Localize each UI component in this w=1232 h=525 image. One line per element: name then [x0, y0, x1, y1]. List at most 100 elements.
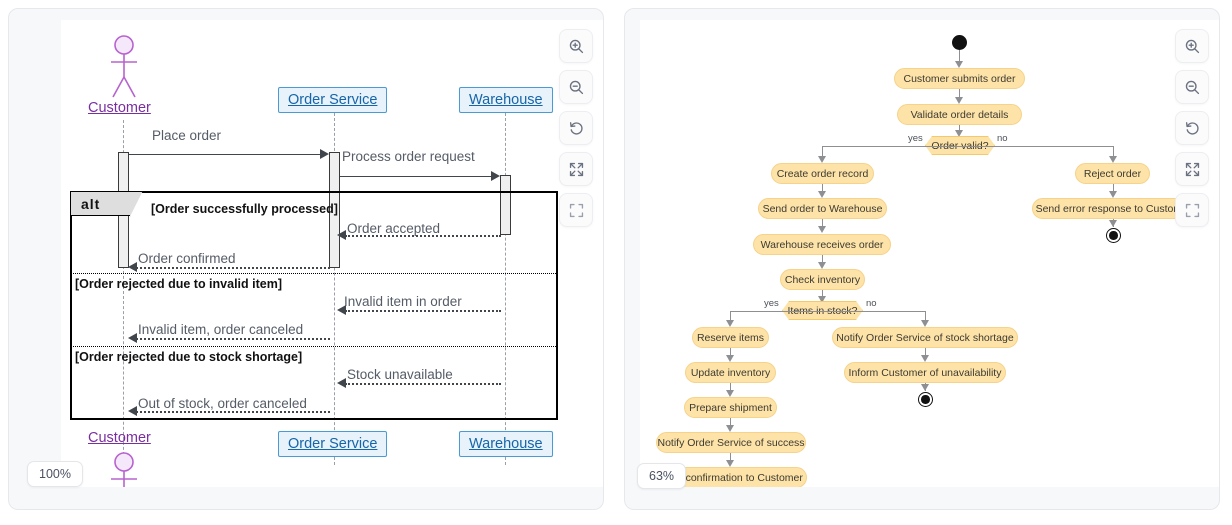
- edge-a1-to-a2: [959, 89, 960, 98]
- arrowhead-invalid-item-order-canceled: [128, 333, 137, 343]
- arrowhead-a6-to-d2: [818, 296, 826, 303]
- zoom-out-button[interactable]: [1175, 70, 1209, 104]
- fit-screen-button[interactable]: [1175, 152, 1209, 186]
- edge-a14-to-a15: [1113, 184, 1114, 193]
- message-label-order-confirmed: Order confirmed: [138, 251, 236, 266]
- zoom-in-icon: [1185, 39, 1199, 53]
- decision-node-order-valid[interactable]: Order valid?: [925, 136, 995, 155]
- reset-view-button[interactable]: [1175, 111, 1209, 145]
- fullscreen-icon: [1185, 203, 1199, 217]
- edge-d2-yes-drop: [730, 311, 731, 322]
- final-node-unavailable: [918, 392, 933, 407]
- arrowhead-a1-to-a2: [955, 97, 963, 104]
- activity-node-reject-order[interactable]: Reject order: [1075, 163, 1150, 184]
- participant-box-warehouse-bottom[interactable]: Warehouse: [459, 431, 553, 457]
- arrowhead-a5-to-a6: [818, 262, 826, 269]
- participant-label-customer-bottom[interactable]: Customer: [88, 430, 151, 446]
- arrowhead-a13-to-e2: [921, 384, 929, 391]
- fit-screen-button[interactable]: [559, 152, 593, 186]
- zoom-in-icon: [569, 39, 583, 53]
- sequence-diagram-panel: Customer Order Service Warehouse Place o…: [8, 8, 604, 510]
- activity-node-customer-submits-order[interactable]: Customer submits order: [894, 68, 1025, 89]
- activity-node-send-error-response-to-customer[interactable]: Send error response to Customer: [1032, 198, 1195, 219]
- activity-diagram-panel: Customer submits order Validate order de…: [624, 8, 1220, 510]
- edge-d2-no-drop: [925, 311, 926, 322]
- edge-a10-to-a11: [730, 453, 731, 462]
- activity-node-reserve-items[interactable]: Reserve items: [692, 327, 769, 348]
- zoom-out-icon: [569, 80, 583, 94]
- alt-divider-2: [70, 346, 558, 347]
- final-node-rejected: [1106, 228, 1121, 243]
- reset-icon: [1185, 121, 1199, 135]
- message-label-out-of-stock-order-canceled: Out of stock, order canceled: [138, 396, 307, 411]
- participant-label-customer-top[interactable]: Customer: [88, 100, 151, 116]
- alt-fragment-frame: [70, 191, 558, 420]
- activity-diagram: Customer submits order Validate order de…: [640, 20, 1219, 487]
- sequence-diagram-canvas[interactable]: Customer Order Service Warehouse Place o…: [61, 20, 603, 487]
- edge-a12-to-a13: [925, 348, 926, 357]
- activation-warehouse: [500, 175, 511, 235]
- activity-diagram-canvas[interactable]: Customer submits order Validate order de…: [640, 20, 1219, 487]
- arrowhead-d2-no: [921, 320, 929, 327]
- arrowhead-out-of-stock-order-canceled: [128, 406, 137, 416]
- activity-node-create-order-record[interactable]: Create order record: [771, 163, 874, 184]
- activity-node-warehouse-receives-order[interactable]: Warehouse receives order: [753, 234, 891, 255]
- activity-node-prepare-shipment[interactable]: Prepare shipment: [684, 397, 777, 418]
- activity-node-notify-order-service-of-stock-shortage[interactable]: Notify Order Service of stock shortage: [832, 327, 1018, 348]
- edge-d2-branch-bar: [730, 311, 925, 312]
- decision-node-items-in-stock[interactable]: Items in stock?: [782, 301, 863, 320]
- message-label-place-order: Place order: [152, 128, 222, 143]
- activity-diagram-toolbar: [1175, 29, 1209, 227]
- edge-a6-to-d2: [822, 290, 823, 297]
- arrowhead-a2-to-d1: [955, 130, 963, 137]
- activity-node-update-inventory[interactable]: Update inventory: [685, 362, 776, 383]
- alt-condition-3: [Order rejected due to stock shortage]: [75, 350, 303, 364]
- actor-figure-top: [111, 35, 137, 98]
- participant-box-warehouse-top[interactable]: Warehouse: [459, 87, 553, 113]
- activity-node-validate-order-details[interactable]: Validate order details: [897, 104, 1022, 125]
- edge-a9-to-a10: [730, 418, 731, 427]
- activity-node-inform-customer-of-unavailability[interactable]: Inform Customer of unavailability: [844, 362, 1006, 383]
- message-label-order-accepted: Order accepted: [347, 221, 441, 236]
- edge-a8-to-a9: [730, 383, 731, 392]
- activity-node-send-order-to-warehouse[interactable]: Send order to Warehouse: [758, 198, 887, 219]
- arrowhead-d1-no: [1109, 156, 1117, 163]
- zoom-out-button[interactable]: [559, 70, 593, 104]
- zoom-in-button[interactable]: [1175, 29, 1209, 63]
- zoom-level-badge: 100%: [27, 461, 83, 487]
- message-arrow-stock-unavailable: [345, 383, 501, 385]
- reset-view-button[interactable]: [559, 111, 593, 145]
- message-arrow-invalid-item-order-canceled: [136, 338, 330, 340]
- arrowhead-a8-to-a9: [726, 390, 734, 397]
- arrowhead-a3-to-a4: [818, 191, 826, 198]
- fullscreen-button[interactable]: [1175, 193, 1209, 227]
- actor-figure-bottom: [111, 452, 137, 487]
- arrowhead-d2-yes: [726, 320, 734, 327]
- edge-d1-yes-drop: [822, 146, 823, 158]
- arrowhead-order-confirmed: [128, 262, 137, 272]
- message-label-stock-unavailable: Stock unavailable: [347, 367, 453, 382]
- activity-node-notify-order-service-of-success[interactable]: Notify Order Service of success: [656, 432, 806, 453]
- activity-node-check-inventory[interactable]: Check inventory: [780, 269, 865, 290]
- arrowhead-process-order-request: [491, 171, 500, 181]
- zoom-level-badge: 63%: [637, 463, 687, 489]
- alt-fragment-operator: alt: [70, 191, 130, 216]
- message-label-invalid-item-order-canceled: Invalid item, order canceled: [138, 322, 304, 337]
- alt-divider-1: [70, 273, 558, 274]
- zoom-out-icon: [1185, 80, 1199, 94]
- initial-node: [952, 35, 967, 50]
- zoom-in-button[interactable]: [559, 29, 593, 63]
- activation-order-service: [329, 152, 340, 268]
- arrowhead-a10-to-a11: [726, 460, 734, 467]
- message-arrow-out-of-stock-order-canceled: [136, 411, 330, 413]
- fullscreen-button[interactable]: [559, 193, 593, 227]
- arrowhead-a9-to-a10: [726, 425, 734, 432]
- alt-condition-2: [Order rejected due to invalid item]: [75, 277, 282, 291]
- arrowhead-place-order: [320, 149, 329, 159]
- activity-node-send-confirmation-to-customer[interactable]: Send confirmation to Customer: [654, 467, 807, 487]
- participant-box-order-service-bottom[interactable]: Order Service: [278, 431, 388, 457]
- fit-screen-icon: [1185, 162, 1199, 176]
- sequence-diagram-toolbar: [559, 29, 593, 227]
- participant-box-order-service-top[interactable]: Order Service: [278, 87, 388, 113]
